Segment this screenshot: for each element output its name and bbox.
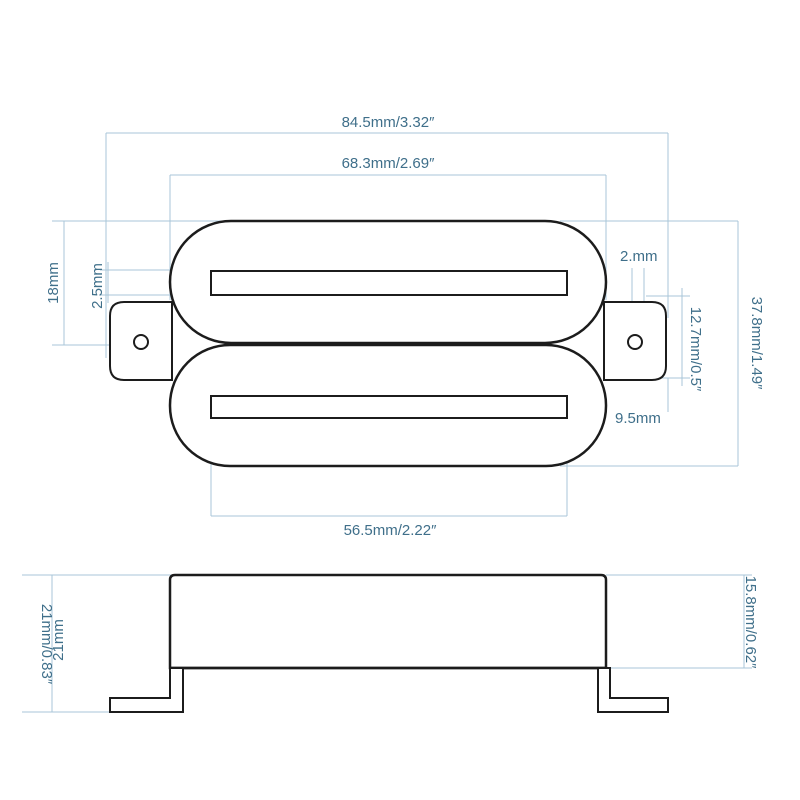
cover-height-label: 15.8mm/0.62″	[742, 576, 759, 670]
tab-length-label: 9.5mm	[615, 410, 661, 427]
blade-length-label: 56.5mm/2.22″	[344, 522, 438, 539]
cover-height-dimension: 15.8mm/0.62″	[606, 574, 759, 670]
blade-offset-label: 2.5mm	[89, 263, 106, 309]
right-mounting-hole	[627, 334, 643, 350]
mount-spacing-label: 12.7mm/0.5″	[687, 307, 704, 392]
blade-thickness-label: 2.mm	[620, 248, 658, 265]
side-cover-body	[168, 573, 608, 670]
right-side-foot	[597, 667, 669, 713]
left-mounting-hole	[133, 334, 149, 350]
cover-length-label: 68.3mm/2.69″	[342, 155, 436, 172]
coil-width-label: 18mm	[45, 262, 62, 304]
upper-blade	[210, 270, 568, 296]
mount-spacing-dimension: 12.7mm/0.5″	[646, 288, 704, 392]
overall-width-label: 37.8mm/1.49″	[748, 297, 765, 391]
total-height-dimension: 21mm/0.83″ 21mm	[22, 574, 174, 713]
left-side-foot	[109, 667, 184, 713]
total-height-short-label: 21mm	[50, 619, 67, 661]
overall-width-dimension: 37.8mm/1.49″	[560, 220, 765, 467]
tab-length-dimension: 9.5mm	[605, 378, 669, 427]
overall-length-label: 84.5mm/3.32″	[342, 114, 436, 131]
coil-width-dimension: 18mm	[45, 220, 250, 346]
cover-length-dimension: 68.3mm/2.69″	[169, 155, 607, 300]
overall-length-dimension: 84.5mm/3.32″	[105, 114, 669, 358]
lower-blade	[210, 395, 568, 419]
total-height-label: 21mm/0.83″	[38, 604, 55, 685]
